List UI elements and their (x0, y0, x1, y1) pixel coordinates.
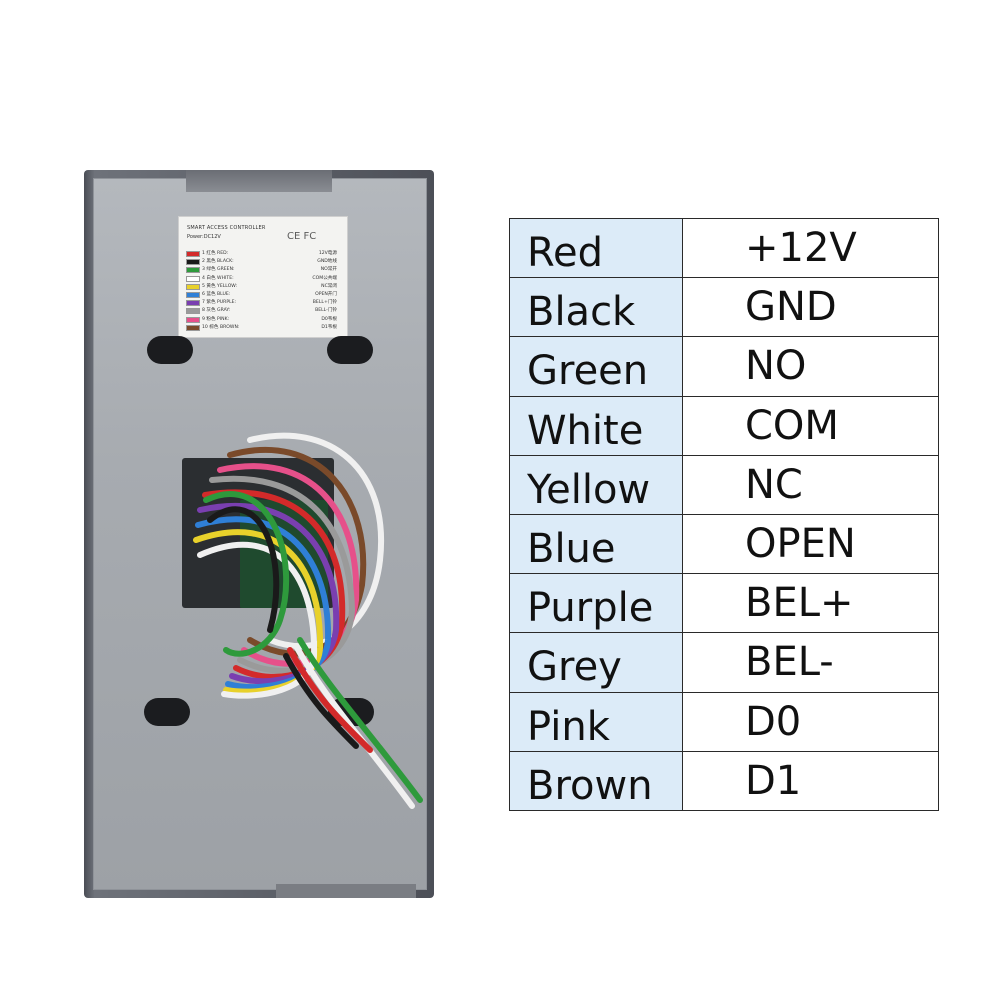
label-wire-name: 8 灰色 GRAY: (202, 308, 231, 314)
wire-color-cell: Yellow (509, 454, 683, 515)
wire-swatch (186, 275, 200, 282)
label-wire-row: 7 紫色 PURPLE: BELL+门铃 (186, 300, 337, 307)
label-wire-function: BELL-门铃 (315, 308, 337, 314)
mounting-hole (147, 336, 193, 364)
mounting-hole (327, 336, 373, 364)
wire-swatch (186, 292, 200, 298)
label-wire-function: 12V电源 (318, 251, 337, 256)
mounting-hole (144, 698, 190, 726)
wire-swatch (186, 300, 200, 307)
label-wire-function: COM公共端 (312, 275, 337, 281)
wire-function-cell: OPEN (682, 513, 939, 575)
wire-function-cell: D1 (682, 750, 939, 811)
wire-function-cell: +12V (682, 217, 939, 279)
label-wire-name: 6 蓝色 BLUE: (202, 292, 231, 297)
label-wire-function: BELL+门铃 (312, 300, 337, 306)
wire-swatch (186, 251, 200, 257)
label-wire-name: 4 白色 WHITE: (202, 275, 234, 281)
label-power: Power:DC12V (187, 234, 221, 240)
label-wire-function: NC常闭 (321, 283, 337, 289)
wire-color-cell: Grey (509, 632, 683, 693)
wire-color-cell: Green (509, 336, 683, 397)
label-wire-function: GND地线 (317, 259, 337, 265)
label-wire-row: 5 黄色 YELLOW: NC常闭 (186, 283, 337, 290)
wire-function-cell: COM (682, 395, 939, 456)
label-wire-row: 4 白色 WHITE: COM公共端 (186, 275, 337, 282)
wire-color-cell: White (509, 395, 683, 456)
wire-color-cell: Brown (509, 750, 683, 811)
label-wire-row: 10 棕色 BROWN: D1韦根 (186, 324, 337, 331)
label-wire-function: NO常开 (320, 267, 337, 273)
label-wire-name: 10 棕色 BROWN: (202, 324, 240, 330)
label-wire-function: D0韦根 (321, 316, 337, 322)
label-title: SMART ACCESS CONTROLLER (187, 225, 266, 231)
label-wire-row: 2 黑色 BLACK: GND地线 (186, 259, 337, 266)
wire-function-cell: D0 (682, 691, 939, 752)
wire-color-cell: Blue (509, 513, 683, 575)
wiring-row: Red+12V (509, 217, 939, 279)
wire-swatch (186, 259, 200, 266)
wire-function-cell: GND (682, 277, 939, 338)
wire-color-cell: Purple (509, 573, 683, 634)
label-wire-row: 8 灰色 GRAY: BELL-门铃 (186, 308, 337, 315)
device-label: SMART ACCESS CONTROLLER Power:DC12V CE F… (178, 216, 348, 338)
wire-swatch (186, 308, 200, 315)
wire-function-cell: BEL- (682, 632, 939, 693)
wire-color-cell: Black (509, 277, 683, 338)
wire-swatch (186, 283, 200, 290)
label-wire-row: 9 粉色 PINK: D0韦根 (186, 316, 337, 323)
label-wire-row: 1 红色 RED: 12V电源 (186, 251, 337, 257)
label-wire-function: OPEN开门 (315, 292, 337, 297)
wire-function-cell: BEL+ (682, 573, 939, 634)
label-wire-name: 9 粉色 PINK: (202, 316, 230, 322)
wire-swatch (186, 324, 200, 331)
wire-color-cell: Red (509, 217, 683, 279)
label-wire-name: 5 黄色 YELLOW: (202, 283, 238, 289)
wire-swatch (186, 316, 200, 323)
top-notch (186, 170, 332, 192)
label-wire-name: 1 红色 RED: (202, 251, 229, 256)
wire-color-cell: Pink (509, 691, 683, 752)
wire-swatch (186, 267, 200, 274)
label-wire-name: 7 紫色 PURPLE: (202, 300, 237, 306)
wire-function-cell: NO (682, 336, 939, 397)
label-wire-name: 2 黑色 BLACK: (202, 259, 234, 265)
label-wire-function: D1韦根 (321, 324, 337, 330)
label-wire-row: 6 蓝色 BLUE: OPEN开门 (186, 292, 337, 298)
bottom-notch (276, 884, 416, 898)
certification-marks: CE FC (287, 231, 317, 242)
wire-function-cell: NC (682, 454, 939, 515)
label-wire-row: 3 绿色 GREEN: NO常开 (186, 267, 337, 274)
label-wire-name: 3 绿色 GREEN: (202, 267, 235, 273)
